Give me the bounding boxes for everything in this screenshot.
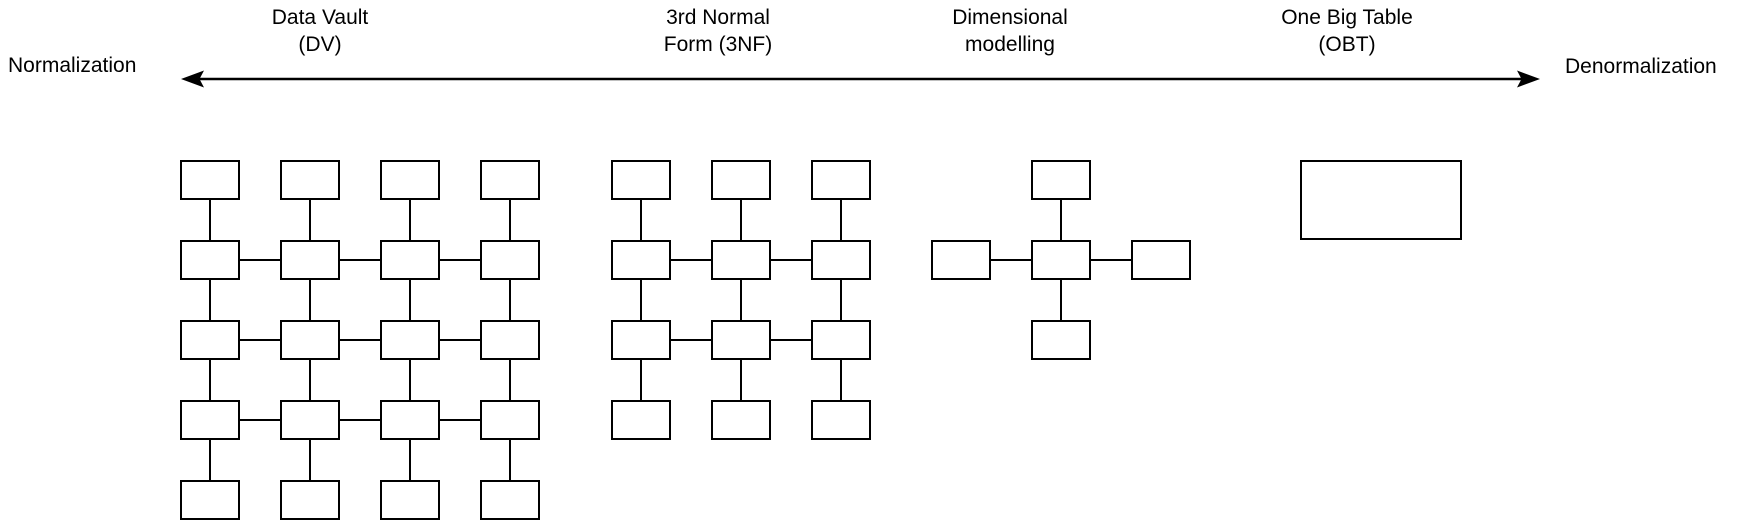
connector-line: [509, 440, 511, 480]
table-box: [611, 400, 671, 440]
connector-line: [740, 200, 742, 240]
table-box: [711, 160, 771, 200]
approach-label-dimensional: Dimensional modelling: [952, 6, 1068, 56]
connector-line: [440, 259, 480, 261]
table-box: [811, 320, 871, 360]
connector-line: [671, 259, 711, 261]
table-box: [711, 400, 771, 440]
connector-line: [840, 200, 842, 240]
table-box: [180, 240, 240, 280]
table-box: [180, 320, 240, 360]
connector-line: [240, 259, 280, 261]
table-box: [380, 240, 440, 280]
connector-line: [640, 360, 642, 400]
table-box: [280, 240, 340, 280]
connector-line: [240, 339, 280, 341]
table-box: [380, 160, 440, 200]
connector-line: [1091, 259, 1131, 261]
connector-line: [340, 339, 380, 341]
table-box: [611, 160, 671, 200]
table-box: [480, 480, 540, 520]
connector-line: [209, 360, 211, 400]
connector-line: [309, 200, 311, 240]
connector-line: [840, 360, 842, 400]
table-box: [811, 160, 871, 200]
table-box: [180, 160, 240, 200]
connector-line: [340, 259, 380, 261]
table-box: [811, 400, 871, 440]
table-box: [380, 320, 440, 360]
connector-line: [1060, 200, 1062, 240]
table-box: [280, 480, 340, 520]
connector-line: [440, 339, 480, 341]
table-box: [180, 400, 240, 440]
connector-line: [671, 339, 711, 341]
table-box: [611, 320, 671, 360]
connector-line: [409, 200, 411, 240]
table-box: [1031, 240, 1091, 280]
table-box: [480, 400, 540, 440]
table-box: [280, 320, 340, 360]
connector-line: [740, 360, 742, 400]
connector-line: [991, 259, 1031, 261]
arrowhead-right-icon: [1517, 70, 1540, 88]
connector-line: [240, 419, 280, 421]
table-box: [1131, 240, 1191, 280]
connector-line: [771, 259, 811, 261]
table-box: [180, 480, 240, 520]
approach-label-data-vault: Data Vault (DV): [271, 6, 369, 56]
connector-line: [409, 280, 411, 320]
connector-line: [640, 280, 642, 320]
table-box: [480, 160, 540, 200]
connector-line: [309, 280, 311, 320]
connector-line: [209, 280, 211, 320]
connector-line: [409, 440, 411, 480]
connector-line: [509, 360, 511, 400]
connector-line: [771, 339, 811, 341]
table-box: [280, 160, 340, 200]
table-box: [931, 240, 991, 280]
connector-line: [509, 200, 511, 240]
connector-line: [209, 440, 211, 480]
table-box: [280, 400, 340, 440]
connector-line: [509, 280, 511, 320]
table-box: [1300, 160, 1462, 240]
connector-line: [1060, 280, 1062, 320]
connector-line: [309, 360, 311, 400]
connector-line: [209, 200, 211, 240]
table-box: [1031, 160, 1091, 200]
table-box: [480, 240, 540, 280]
arrowhead-left-icon: [181, 70, 204, 88]
axis-label-denormalization: Denormalization: [1565, 55, 1717, 78]
connector-line: [640, 200, 642, 240]
table-box: [711, 320, 771, 360]
connector-line: [340, 419, 380, 421]
table-box: [380, 480, 440, 520]
table-box: [611, 240, 671, 280]
table-box: [711, 240, 771, 280]
table-box: [1031, 320, 1091, 360]
table-box: [811, 240, 871, 280]
approach-label-3nf: 3rd Normal Form (3NF): [663, 6, 773, 56]
connector-line: [309, 440, 311, 480]
connector-line: [409, 360, 411, 400]
axis-label-normalization: Normalization: [8, 54, 137, 77]
connector-line: [740, 280, 742, 320]
connector-line: [440, 419, 480, 421]
approach-label-obt: One Big Table (OBT): [1281, 6, 1413, 56]
connector-line: [840, 280, 842, 320]
table-box: [480, 320, 540, 360]
table-box: [380, 400, 440, 440]
